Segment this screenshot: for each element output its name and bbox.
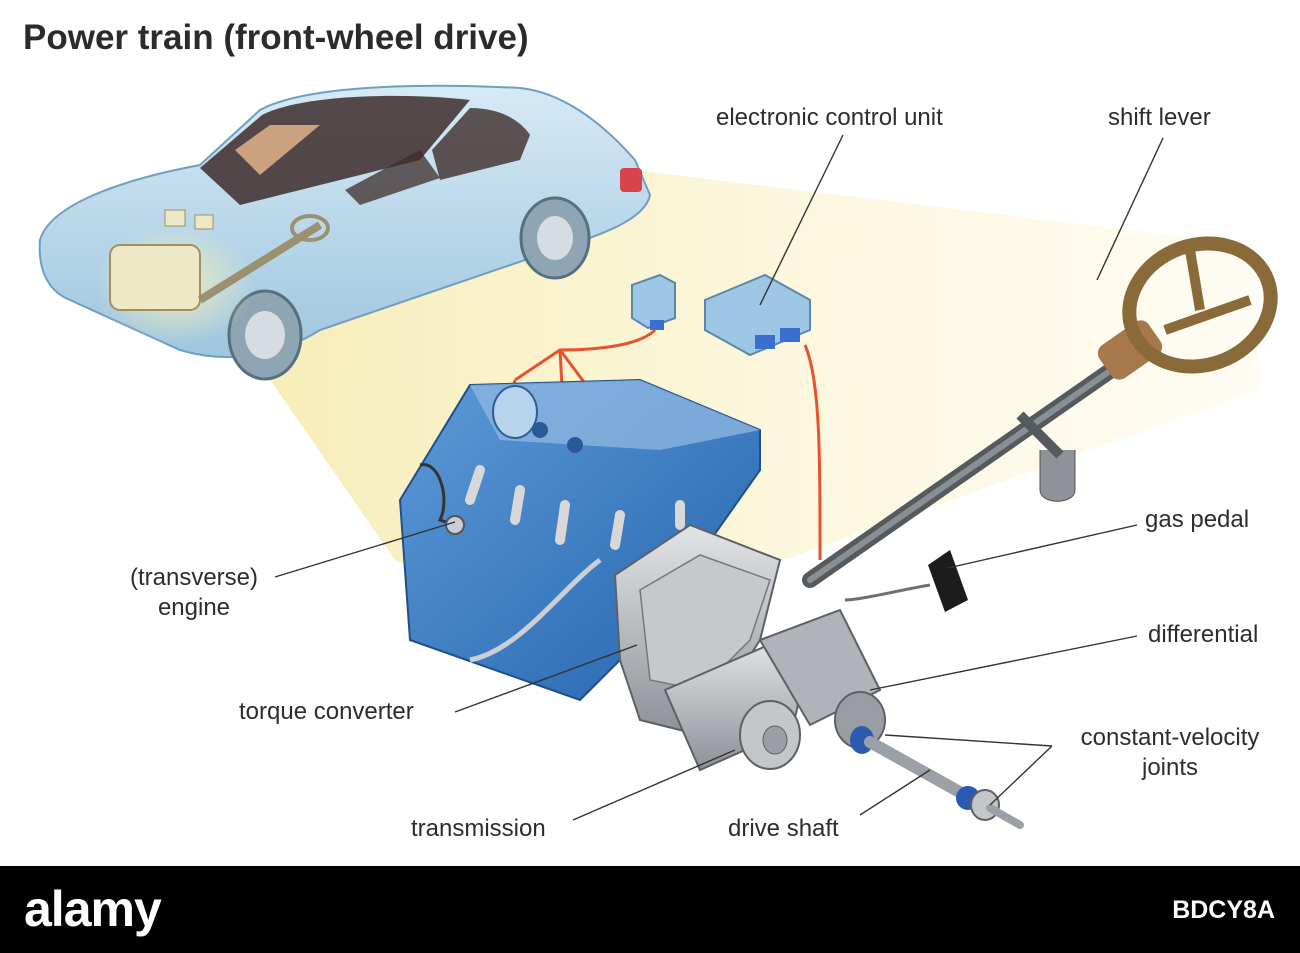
engine-block [398,378,761,702]
label-constant-velocity-joints: constant-velocity joints [1060,723,1280,783]
car-illustration [38,84,652,381]
gas-pedal-part [844,550,968,612]
label-transmission: transmission [411,815,546,842]
label-constant-velocity-joints-line1: constant-velocity [1080,724,1260,751]
alamy-logo: alamy [24,881,162,937]
label-constant-velocity-joints-line2: joints [1141,754,1199,781]
label-drive-shaft: drive shaft [728,815,839,842]
label-transverse-engine: (transverse) engine [118,563,270,623]
label-electronic-control-unit: electronic control unit [716,104,943,131]
ecu-unit [704,273,811,357]
label-transverse-engine-line1: (transverse) [129,564,259,591]
steering-wheel [1122,236,1278,374]
label-differential: differential [1148,621,1259,648]
control-module [631,273,676,330]
label-shift-lever: shift lever [1108,104,1211,131]
label-transverse-engine-line2: engine [157,594,231,621]
drive-shaft [864,736,1024,829]
leader-lines [274,134,1164,821]
transmission-assembly [613,523,886,772]
steering-column [802,320,1163,588]
image-code: BDCY8A [1172,896,1275,924]
label-torque-converter: torque converter [239,698,414,725]
powertrain-illustration [38,84,1278,829]
footer-bar: alamy BDCY8A [0,866,1300,953]
label-gas-pedal: gas pedal [1145,506,1250,533]
page-title: Power train (front-wheel drive) [23,18,529,57]
